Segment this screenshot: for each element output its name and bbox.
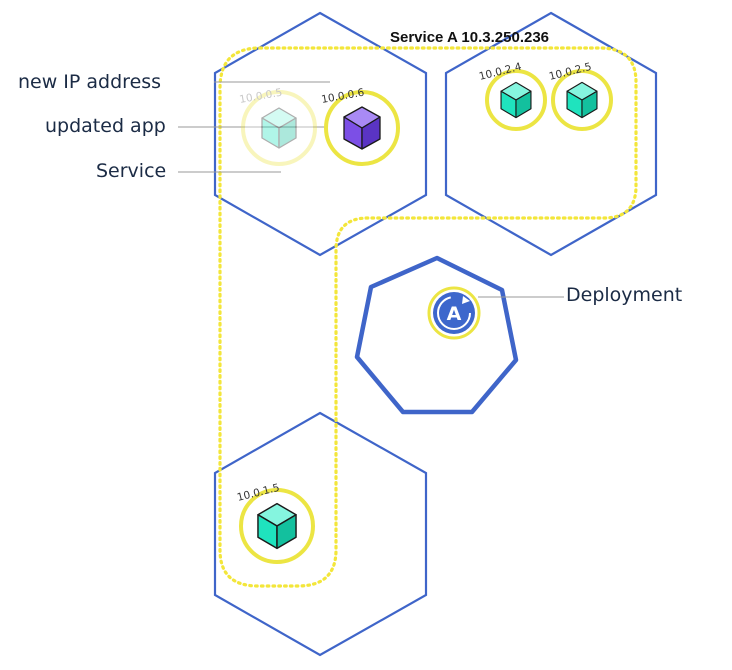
node-3-hexagon	[213, 411, 428, 657]
service-boundary	[218, 46, 638, 588]
node-1-hexagon	[213, 11, 428, 257]
deployment-icon: A	[427, 286, 481, 340]
updated-app-label: updated app	[45, 115, 166, 137]
deployment-label: Deployment	[566, 284, 682, 306]
node-2-pod-a	[485, 69, 547, 131]
node-2-hexagon	[444, 11, 658, 257]
updated-pod	[324, 90, 400, 166]
node-3-pod	[239, 488, 315, 564]
node-2-pod-b	[551, 69, 613, 131]
service-title: Service A 10.3.250.236	[390, 29, 549, 46]
deployment-glyph: A	[447, 303, 462, 325]
old-pod	[241, 90, 317, 166]
new-ip-label: new IP address	[18, 71, 161, 93]
service-label: Service	[96, 160, 166, 182]
deployment-heptagon	[354, 255, 519, 415]
